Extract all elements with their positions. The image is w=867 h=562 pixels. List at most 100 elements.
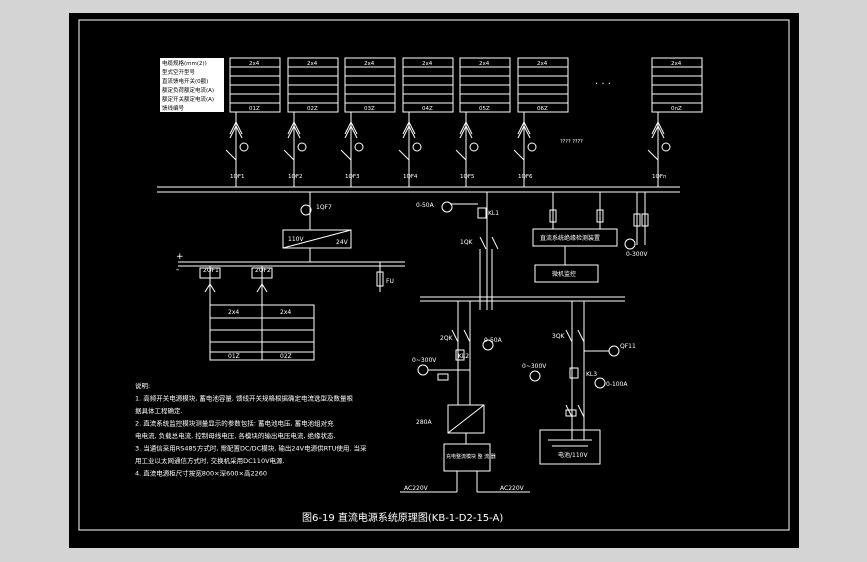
battery-label: 电池/110V (558, 451, 588, 459)
charger-current-label: 280A (416, 419, 432, 426)
feeder-indicator (297, 142, 307, 152)
insulation-monitor-box (532, 228, 618, 247)
converter-right-label: 24V (336, 239, 349, 246)
ammeter-2-label: 0-50A (484, 337, 503, 344)
feeder-switch (225, 149, 237, 161)
insulation-monitor-label: 直流系统绝缘检测装置 (540, 234, 600, 242)
ammeter-label: 0-50A (416, 202, 435, 209)
lower-col-2-top: 2x4 (280, 309, 291, 316)
table-row-label: 额定开关额定电流(A) (162, 95, 214, 103)
table-row-label: 馈线编号 (162, 104, 185, 112)
feeder-indicator (469, 142, 479, 152)
lower-feeder-label-1: 2QF1 (203, 267, 219, 274)
ac-left-label: AC220V (404, 485, 429, 492)
feeder-indicator (354, 142, 364, 152)
upper-breaker-symbol (300, 204, 312, 216)
feeder-col-bot: 03Z (364, 106, 375, 112)
note-line: 电电流, 负载总电流, 控制母线电压, 各模块的输出电压电流, 绝缘状态. (135, 431, 336, 440)
feeder-arrow-2 (344, 120, 358, 135)
feeder-circuit: 1QF4 (398, 112, 422, 187)
feeder-circuit: 1QF3 (340, 112, 364, 187)
feeder-table: 电缆规格(mm(2))型式空开型号直流馈电开关(0额)额定负荷额定电流(A)额定… (160, 57, 703, 113)
voltmeter-2-label: 0~300V (412, 357, 437, 364)
feeder-col-bot: 05Z (479, 106, 490, 112)
charger-module-box (443, 443, 491, 472)
fuse-symbol (376, 271, 384, 287)
minus-sign: - (176, 265, 179, 275)
breaker-3-label: QF11 (620, 343, 636, 350)
notes-block: 说明:1. 高频开关电源模块, 蓄电池容量, 馈线开关规格根据确定电流选型及数量… (135, 381, 367, 478)
feeder-arrow (287, 124, 301, 139)
relay-3-label: KL3 (586, 371, 597, 378)
feeder-arrow-2 (402, 120, 416, 135)
feeder-circuit: 1QF6 (513, 112, 537, 187)
table-row-label: 电缆规格(mm(2)) (162, 59, 207, 67)
feeder-col-top: 2x4 (364, 61, 375, 67)
feeder-indicator (527, 142, 537, 152)
feeder-breaker-label: 1QFn (652, 174, 667, 180)
dots-text: · · · (595, 79, 611, 90)
feeder-col-bot: 02Z (307, 106, 318, 112)
lower-feeder-label-2: 2QF2 (255, 267, 271, 274)
drawing-border (78, 19, 790, 531)
feeder-col-bot: 0nZ (671, 106, 682, 112)
feeder-circuit: 1QF1 (225, 112, 249, 187)
lower-col-1-bot: 01Z (228, 353, 240, 360)
note-line: 用工业以太网通信方式时, 交换机采用DC110V电源. (135, 456, 285, 465)
feeder-col-top: 2x4 (249, 61, 260, 67)
lower-col-1-top: 2x4 (228, 309, 239, 316)
feeder-circuits: 1QF1 1QF2 1QF3 1QF4 1QF5 1QF6 1QFn (225, 112, 671, 187)
converter-left-label: 110V (288, 236, 304, 243)
feeder-indicator (661, 142, 671, 152)
relay-2-label: KL2 (458, 353, 469, 360)
feeder-arrow (459, 124, 473, 139)
feeder-arrow (344, 124, 358, 139)
schematic-lines (157, 186, 680, 193)
feeder-switch (283, 149, 295, 161)
feeder-arrow-2 (287, 120, 301, 135)
switch-1-label: 1QK (460, 239, 474, 246)
lower-col-2-bot: 02Z (280, 353, 292, 360)
feeder-switch (513, 149, 525, 161)
table-row-label: 额定负荷额定电流(A) (162, 86, 214, 94)
note-line: 3. 当通信采用RS485方式时, 需配置DC/DC模块, 输出24V电源供RT… (135, 444, 367, 453)
table-row-label: 型式空开型号 (162, 68, 196, 76)
feeder-arrow-2 (459, 120, 473, 135)
feeder-col-top: 2x4 (307, 61, 318, 67)
feeder-breaker-label: 1QF4 (403, 174, 418, 180)
table-row-label: 直流馈电开关(0额) (162, 77, 208, 85)
feeder-col-top: 2x4 (537, 61, 548, 67)
feeder-circuit: 1QF5 (455, 112, 479, 187)
dcdc-converter-box (282, 229, 352, 249)
feeder-col-bot: 04Z (422, 106, 433, 112)
feeder-breaker-label: 1QF2 (288, 174, 303, 180)
drawing-title: 图6-19 直流电源系统原理图(KB-1-D2-15-A) (302, 511, 503, 524)
voltmeter-3-label: 0~300V (522, 363, 547, 370)
bus-small-labels: ???? ???? (560, 139, 583, 145)
feeder-arrow (651, 124, 665, 139)
feeder-breaker-label: 1QF3 (345, 174, 360, 180)
note-line: 说明: (135, 381, 150, 390)
feeder-arrow-2 (229, 120, 243, 135)
feeder-breaker-label: 1QF6 (518, 174, 533, 180)
battery-box (539, 429, 601, 465)
microcomputer-monitor-label: 微机监控 (552, 270, 576, 278)
ac-right-label: AC220V (500, 485, 525, 492)
note-line: 据具体工程确定. (135, 406, 183, 415)
fuse-label: FU (386, 278, 394, 285)
feeder-arrow-2 (517, 120, 531, 135)
feeder-breaker-label: 1QF1 (230, 174, 245, 180)
feeder-arrow (402, 124, 416, 139)
feeder-arrow (229, 124, 243, 139)
upper-breaker-label: 1QF7 (316, 204, 332, 211)
feeder-circuit: 1QFn (647, 112, 671, 187)
plus-sign: + (176, 252, 184, 262)
feeder-switch (340, 149, 352, 161)
note-line: 2. 直流系统监控模块测量显示的参数包括: 蓄电池电压, 蓄电池组对充 (135, 419, 334, 428)
feeder-breaker-label: 1QF5 (460, 174, 475, 180)
feeder-arrow-2 (651, 120, 665, 135)
relay-symbol (477, 207, 487, 219)
voltmeter-symbol (624, 238, 636, 250)
